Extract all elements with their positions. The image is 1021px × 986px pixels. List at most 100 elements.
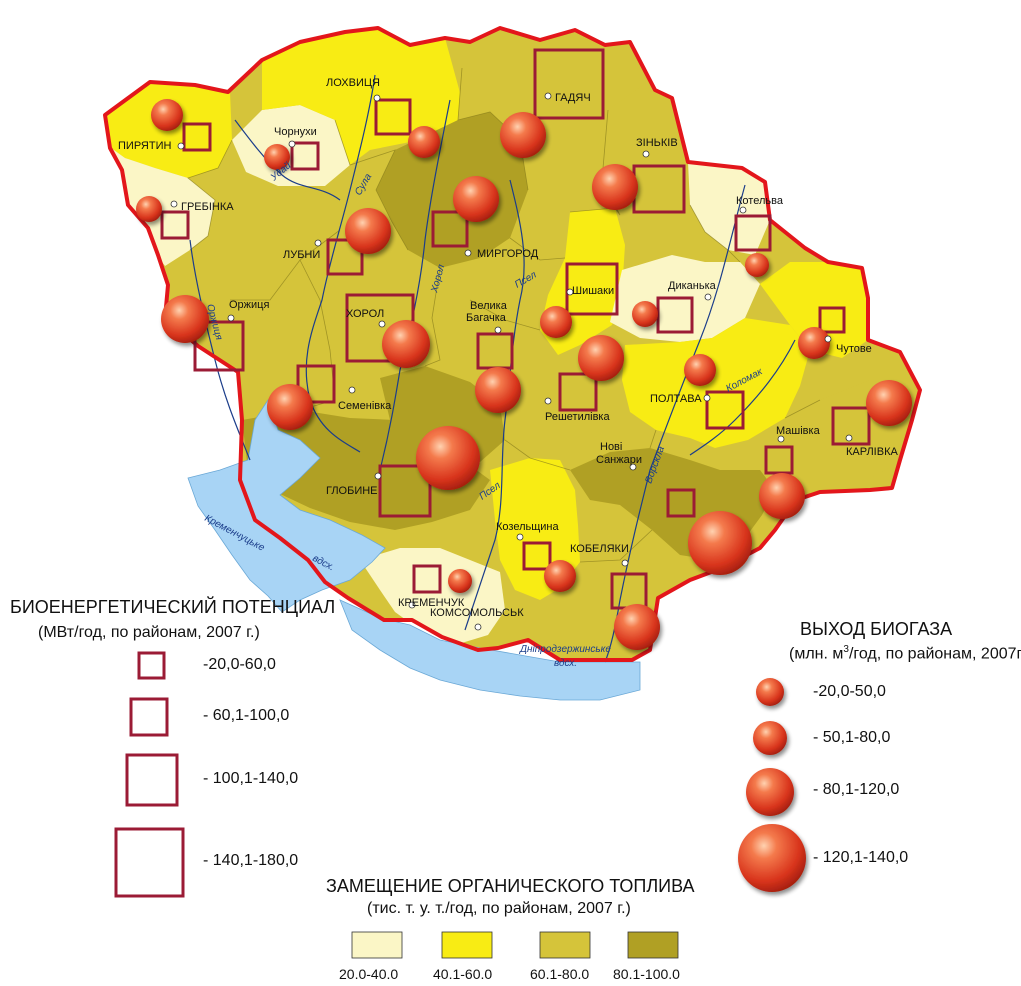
dot-khorol: [378, 320, 386, 328]
ball-lokhvytsia: [408, 126, 440, 158]
ball-kremenchuk: [448, 569, 472, 593]
dot-pyriatyn: [177, 142, 185, 150]
square-shyshaky: [565, 262, 619, 316]
legend-bio-squares: [114, 651, 185, 898]
label-hadiach: ГАДЯЧ: [555, 92, 591, 104]
legend-bio-title: БИОЕНЕРГЕТИЧЕСКИЙ ПОТЕНЦИАЛ: [10, 597, 336, 617]
square-lokhvytsia: [374, 98, 412, 136]
dot-hlobyne: [374, 472, 382, 480]
ball-kobeliaky: [614, 604, 660, 650]
legend-fuel-item-1: 20.0-40.0: [339, 966, 399, 982]
legend-fuel-subtitle: (тис. т. у. т./год, по районам, 2007 г.): [367, 900, 631, 917]
ball-karlivka: [866, 380, 912, 426]
ball-orzhytsia: [161, 295, 209, 343]
dot-velyka-bahachka: [494, 326, 502, 334]
ball-reshetylivka-n: [578, 335, 624, 381]
ball-hadiach: [500, 112, 546, 158]
label-semenivka: Семенівка: [338, 400, 392, 412]
ball-poltava: [684, 354, 716, 386]
district-hadiach-north: [445, 28, 650, 128]
square-kozelshchyna: [522, 541, 552, 571]
legend-ball-3: [746, 768, 794, 816]
label-lokhvytsia: ЛОХВИЦЯ: [326, 77, 380, 89]
legend-square-1: [137, 651, 166, 680]
kremenchutske-reservoir: [187, 399, 386, 613]
swatch-60-80: [539, 931, 591, 959]
label-karlivka: КАРЛІВКА: [846, 446, 898, 458]
legend-bio-item-2: - 60,1-100,0: [203, 707, 290, 724]
dot-hadiach: [544, 92, 552, 100]
square-pyriatyn: [182, 122, 212, 152]
ball-pyriatyn: [151, 99, 183, 131]
label-velyka-bahachka-1: Велика: [470, 300, 508, 312]
legend-ball-1: [756, 678, 784, 706]
legend-fuel-item-2: 40.1-60.0: [433, 966, 493, 982]
district-hlobyne: [242, 410, 490, 530]
ball-semenivka: [267, 384, 313, 430]
square-poltava: [705, 390, 745, 430]
region-border: [103, 26, 922, 662]
square-lubny: [326, 238, 364, 276]
square-reshetylivka: [558, 372, 598, 412]
ball-kotelva: [745, 253, 769, 277]
legend-bio-item-1: -20,0-60,0: [203, 656, 276, 673]
square-dykanka: [656, 296, 694, 334]
ball-khorol: [382, 320, 430, 368]
dot-hrebinka: [170, 200, 178, 208]
biogas-balls: [136, 99, 912, 650]
dot-zinkiv: [642, 150, 650, 158]
dot-kotelva: [739, 206, 747, 214]
city-labels: ЛОХВИЦЯ ГАДЯЧ ПИРЯТИН Чорнухи ЗІНЬКІВ ГР…: [118, 77, 898, 619]
swatch-20-40: [351, 931, 403, 959]
dot-komsomolsk: [474, 623, 482, 631]
river-kolomak: [689, 339, 796, 456]
dot-novi-sanzhary: [629, 463, 637, 471]
ball-mashivka: [759, 473, 805, 519]
square-orzhytsia: [193, 320, 245, 372]
label-novi-sanzhary-2: Санжари: [596, 454, 642, 466]
ball-kozelshchyna: [544, 560, 576, 592]
swatch-80-100: [627, 931, 679, 959]
label-kremenchuk: КРЕМЕНЧУК: [398, 597, 465, 609]
square-hrebinka: [160, 210, 190, 240]
river-sula: [305, 74, 376, 453]
label-khorol: ХОРОЛ: [346, 308, 384, 320]
dot-orzhytsia: [227, 314, 235, 322]
dot-karlivka: [845, 434, 853, 442]
label-mashivka: Машівка: [776, 425, 821, 437]
legend-bio-item-3: - 100,1-140,0: [203, 770, 299, 787]
district-poltava: [622, 318, 810, 448]
district-kremenchuk: [360, 548, 505, 645]
district-borders: [187, 67, 821, 563]
legend-fuel-title: ЗАМЕЩЕНИЕ ОРГАНИЧЕСКОГО ТОПЛИВА: [326, 876, 695, 896]
legend-fuel-item-4: 80.1-100.0: [613, 966, 680, 982]
ball-chutove: [798, 327, 830, 359]
legend-gas-subtitle-b: /год, по районам, 2007г.: [848, 645, 1021, 663]
legend-gas-subtitle-a: (млн. м: [789, 645, 844, 663]
square-chornukhy: [290, 141, 320, 171]
label-dniprodzerzhynske-1: Дніпродзержинське: [519, 644, 611, 655]
label-chornukhy: Чорнухи: [274, 126, 317, 138]
dot-chutove: [824, 335, 832, 343]
dot-shyshaky: [566, 288, 574, 296]
label-lubny: ЛУБНИ: [283, 249, 320, 261]
legend-fuel-swatches: [351, 931, 679, 959]
legend-gas-item-4: - 120,1-140,0: [813, 849, 909, 866]
label-shyshaky: Шишаки: [572, 285, 614, 297]
label-myrhorod: МИРГОРОД: [477, 248, 539, 260]
label-velyka-bahachka-2: Багачка: [466, 312, 507, 324]
legend-gas-item-1: -20,0-50,0: [813, 683, 886, 700]
label-hlobyne: ГЛОБИНЕ: [326, 485, 378, 497]
legend-fuel-item-3: 60.1-80.0: [530, 966, 590, 982]
dot-dykanka: [704, 293, 712, 301]
river-khorol: [379, 99, 451, 471]
rivers: [189, 74, 796, 663]
ball-velyka-bahachka: [475, 367, 521, 413]
label-hrebinka: ГРЕБІНКА: [181, 201, 234, 213]
dot-poltava: [703, 394, 711, 402]
dot-kobeliaky: [621, 559, 629, 567]
dot-reshetylivka: [544, 397, 552, 405]
ball-hlobyne: [416, 426, 480, 490]
square-chutove: [818, 306, 846, 334]
square-novi-sanzhary: [666, 488, 696, 518]
